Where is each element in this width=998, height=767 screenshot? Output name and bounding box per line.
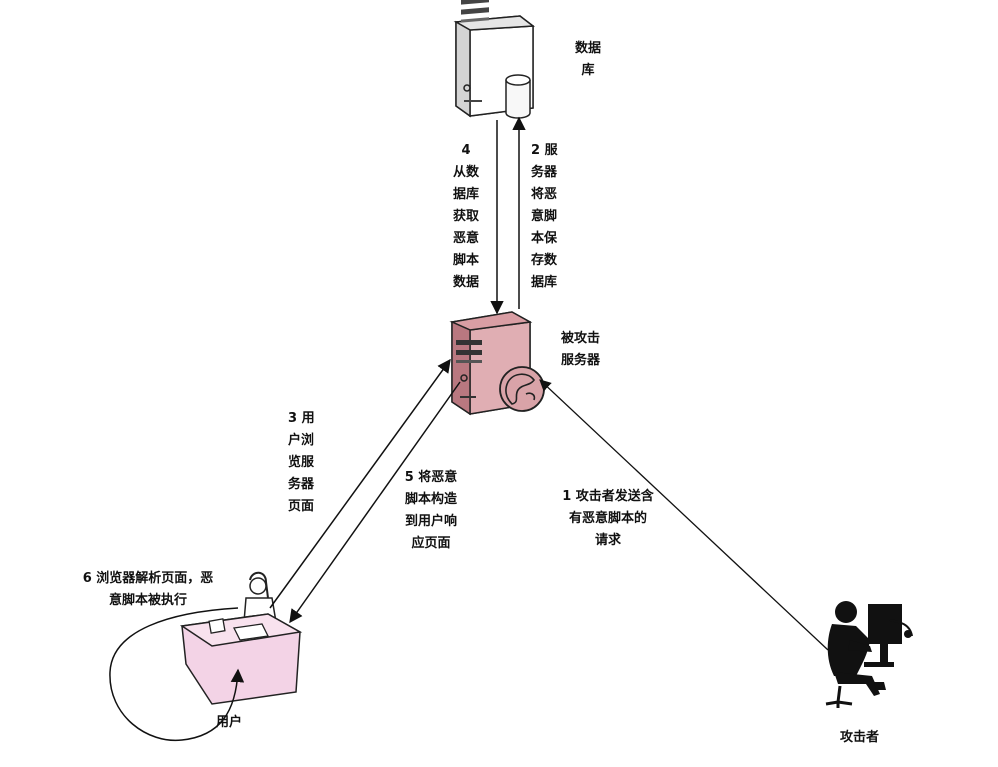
arrow-step3 [269, 358, 451, 609]
arrow-step5 [289, 381, 461, 624]
step2-label: 2 服 务器 将恶 意脚 本保 存数 据库 [531, 143, 558, 290]
user-label: 用户 [216, 715, 243, 730]
arrow-step1 [539, 379, 829, 651]
step3-label: 3 用 户浏 览服 务器 页面 [288, 411, 315, 514]
arrow-step6-loop [109, 607, 245, 742]
step1-label: 1 攻击者发送含 有恶意脚本的 请求 [562, 489, 654, 548]
server-label: 被攻击 服务器 [561, 331, 601, 368]
step6-label: 6 浏览器解析页面，恶 意脚本被执行 [82, 571, 214, 608]
web-server-icon [449, 311, 545, 416]
attacker-label: 攻击者 [840, 730, 880, 745]
user-at-desk-icon [179, 571, 303, 705]
step5-label: 5 将恶意 脚本构造 到用户响 应页面 [404, 470, 458, 551]
database-label: 数据 库 [574, 41, 601, 78]
database-server-icon [453, 0, 536, 119]
step4-label: 4 从数 据库 获取 恶意 脚本 数据 [452, 143, 479, 290]
attacker-at-computer-icon [825, 601, 913, 708]
